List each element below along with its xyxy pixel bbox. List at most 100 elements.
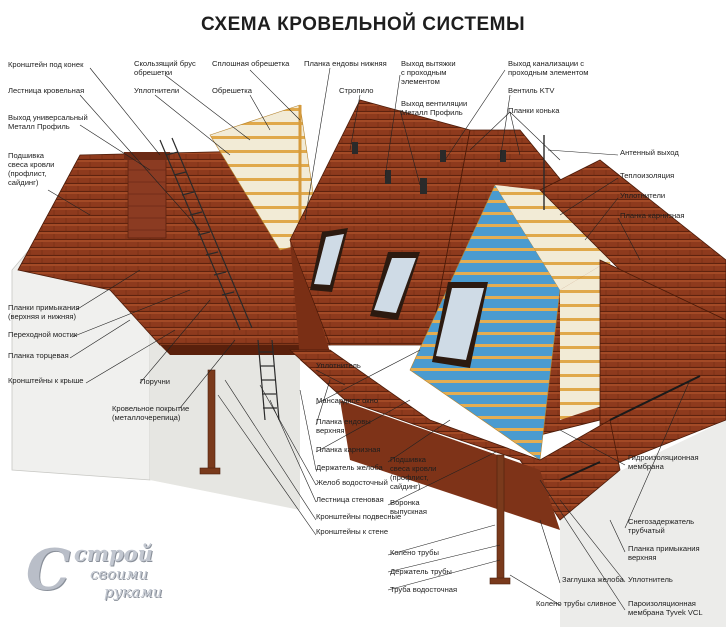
label-roof-ladder: Лестница кровельная — [8, 86, 84, 95]
label-line: с проходным — [401, 68, 446, 77]
label-abutment-strips: Планки примыкания(верхняя и нижняя) — [8, 303, 80, 321]
label-line: Лестница стеновая — [316, 495, 384, 504]
label-line: Металл Профиль — [8, 122, 70, 131]
label-line: Кронштейны подвесные — [316, 512, 401, 521]
label-line: верхняя — [628, 553, 657, 562]
roof-ladder — [159, 137, 253, 331]
site-logo: С строй своими руками — [26, 537, 196, 617]
label-line: Колено трубы сливное — [536, 599, 616, 608]
label-gutter-holder: Держатель желоба — [316, 463, 384, 472]
snow-guards — [559, 375, 701, 481]
label-ktv-vent: Вентиль KTV — [508, 86, 555, 95]
label-line: Стропило — [339, 86, 374, 95]
label-line: Планки конька — [508, 106, 560, 115]
label-line: Выход универсальный — [8, 113, 88, 122]
label-line: Желоб водосточный — [316, 478, 388, 487]
label-line: (профлист, — [390, 473, 428, 482]
label-seals-top: Уплотнители — [134, 86, 179, 95]
lower-roof — [288, 349, 621, 530]
label-cornice-right: Планка карнизная — [620, 211, 685, 220]
label-line: мембрана Tyvek VCL — [628, 608, 703, 617]
label-line: Планка карнизная — [316, 445, 381, 454]
label-line: Подшивка — [390, 455, 427, 464]
label-seal-bottom: Уплотнитель — [628, 575, 673, 584]
label-cornice-mid: Планка карнизная — [316, 445, 381, 454]
label-line: Поручни — [140, 377, 170, 386]
label-line: Кронштейн под конек — [8, 60, 84, 69]
label-line: Планка примыкания — [628, 544, 700, 553]
label-line: Планка карнизная — [620, 211, 685, 220]
label-line: проходным элементом — [508, 68, 589, 77]
label-seal-mid: Уплотнитель — [316, 361, 361, 370]
label-insulation: Теплоизоляция — [620, 171, 674, 180]
label-line: Уплотнители — [620, 191, 665, 200]
label-line: Заглушка желоба — [562, 575, 625, 584]
label-pipe-holder: Держатель трубы — [390, 567, 452, 576]
label-line: Колено трубы — [390, 548, 439, 557]
label-line: Антенный выход — [620, 148, 679, 157]
label-line: выпускная — [390, 507, 427, 516]
label-downpipe: Труба водосточная — [390, 585, 457, 594]
label-end-strip: Планка торцевая — [8, 351, 69, 360]
label-ridge-bracket: Кронштейн под конек — [8, 60, 84, 69]
label-hanging-brackets: Кронштейны подвесные — [316, 512, 401, 521]
diagram-title: СХЕМА КРОВЕЛЬНОЙ СИСТЕМЫ — [200, 14, 526, 35]
label-line: Планки примыкания — [8, 303, 80, 312]
label-roof-brackets: Кронштейны к крыше — [8, 376, 84, 385]
label-line: трубчатый — [628, 526, 665, 535]
label-line: Планка ендовы — [316, 417, 371, 426]
label-line: Лестница кровельная — [8, 86, 84, 95]
label-line: Вентиль KTV — [508, 86, 555, 95]
label-line: (верхняя и нижняя) — [8, 312, 76, 321]
downpipes — [199, 369, 511, 585]
label-line: Планка ендовы нижняя — [304, 59, 387, 68]
roof-outlets — [352, 135, 545, 210]
label-line: Воронка — [390, 498, 420, 507]
logo-word-2: своими — [90, 565, 148, 583]
label-line: Держатель желоба — [316, 463, 384, 472]
right-roof — [409, 129, 726, 471]
label-line: сайдинг) — [390, 482, 421, 491]
label-solid-sheathing: Сплошная обрешетка — [212, 59, 290, 68]
label-wall-ladder: Лестница стеновая — [316, 495, 384, 504]
label-line: Труба водосточная — [390, 585, 457, 594]
label-line: Металл Профиль — [401, 108, 463, 117]
label-line: (металлочерепица) — [112, 413, 181, 422]
label-line: Гидроизоляционная — [628, 453, 699, 462]
label-line: Снегозадержатель — [628, 517, 694, 526]
label-line: Кронштейны к крыше — [8, 376, 84, 385]
label-line: свеса кровли — [8, 160, 54, 169]
label-line: Выход вытяжки — [401, 59, 456, 68]
label-drain-elbow: Колено трубы сливное — [536, 599, 616, 608]
label-gutter: Желоб водосточный — [316, 478, 388, 487]
label-line: Обрешетка — [212, 86, 253, 95]
label-rafter: Стропило — [339, 86, 374, 95]
leader-lines — [47, 67, 691, 611]
label-line: Выход канализации с — [508, 59, 584, 68]
logo-word-3: руками — [104, 583, 163, 601]
label-line: свеса кровли — [390, 464, 436, 473]
label-line: верхняя — [316, 426, 345, 435]
label-line: Скользящий брус — [134, 59, 196, 68]
label-line: Уплотнители — [134, 86, 179, 95]
label-pipe-elbow: Колено трубы — [390, 548, 439, 557]
label-mansard-window: Мансардное окно — [316, 396, 378, 405]
label-line: Переходной мостик — [8, 330, 78, 339]
label-wall-brackets: Кронштейны к стене — [316, 527, 388, 536]
label-line: Подшивка — [8, 151, 45, 160]
logo-letter: С — [26, 537, 71, 603]
label-line: Планка торцевая — [8, 351, 69, 360]
label-line: Теплоизоляция — [620, 171, 674, 180]
label-line: Пароизоляционная — [628, 599, 696, 608]
